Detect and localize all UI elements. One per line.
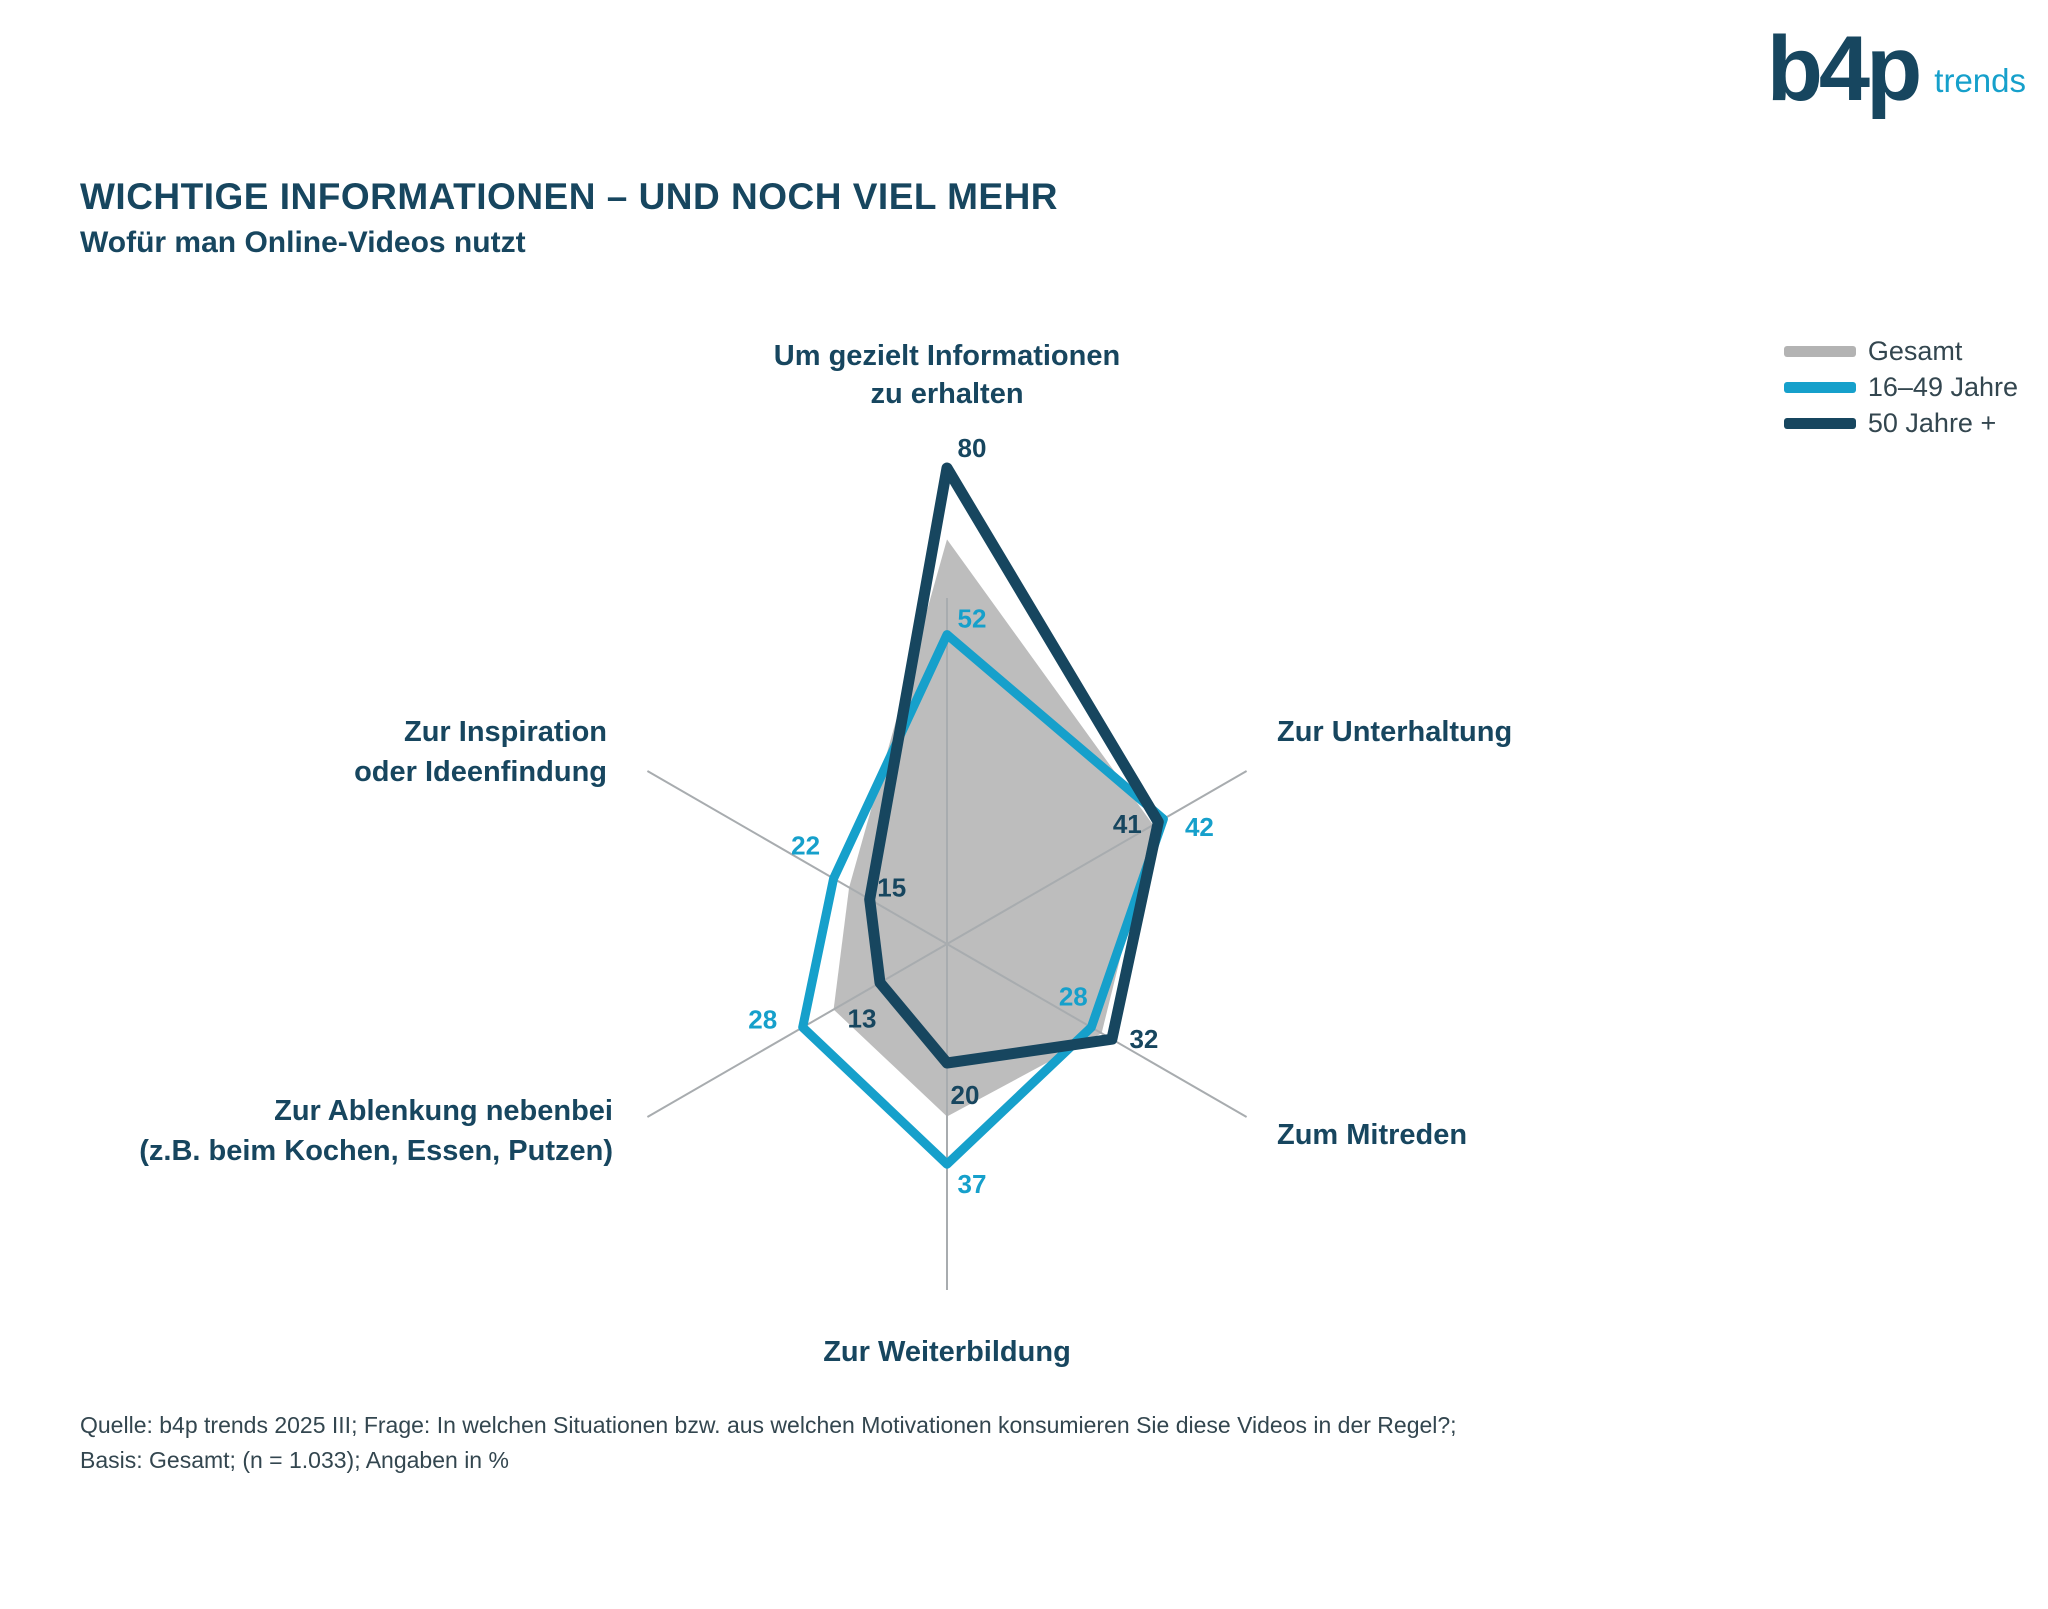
value-label-1-5: 22	[791, 831, 820, 861]
value-label-1-0: 52	[958, 604, 987, 634]
header: WICHTIGE INFORMATIONEN – UND NOCH VIEL M…	[80, 176, 1058, 260]
chart-legend: Gesamt 16–49 Jahre 50 Jahre +	[1783, 336, 2018, 444]
axis-line-5	[646, 770, 948, 945]
value-label-1-1: 42	[1185, 812, 1214, 842]
axis-line-2	[946, 943, 1248, 1118]
value-label-2-2: 32	[1129, 1024, 1158, 1054]
category-label-4: Zur Ablenkung nebenbei	[274, 1095, 613, 1127]
brand-logo-suffix: trends	[1934, 62, 2026, 100]
legend-item-16-49: 16–49 Jahre	[1783, 372, 2018, 403]
legend-label: Gesamt	[1867, 336, 1963, 366]
value-label-2-5: 15	[877, 872, 906, 902]
value-label-1-2: 28	[1059, 981, 1088, 1011]
page-title: WICHTIGE INFORMATIONEN – UND NOCH VIEL M…	[80, 176, 1059, 217]
category-label-1: Zur Unterhaltung	[1277, 716, 1512, 748]
value-label-1-4: 28	[748, 1004, 777, 1034]
value-label-1-3: 37	[958, 1169, 987, 1199]
brand-logo: b4p trends	[1766, 18, 2026, 120]
legend-label: 50 Jahre +	[1867, 408, 1997, 438]
legend-label: 16–49 Jahre	[1867, 372, 2018, 402]
brand-logo-text: b4p	[1766, 18, 1923, 120]
category-label-0: Um gezielt Informationen	[774, 340, 1120, 372]
category-label-5: Zur Inspiration	[404, 716, 607, 748]
series-line-2	[864, 462, 1164, 1069]
category-label-4: (z.B. beim Kochen, Essen, Putzen)	[139, 1135, 613, 1167]
value-label-2-1: 41	[1113, 809, 1142, 839]
legend-swatch-gesamt	[1783, 346, 1856, 357]
category-label-3: Zur Weiterbildung	[823, 1336, 1071, 1368]
category-label-0: zu erhalten	[870, 378, 1023, 410]
legend-swatch-50plus	[1783, 418, 1856, 429]
value-label-2-3: 20	[951, 1080, 980, 1110]
axis-line-1	[946, 770, 1248, 945]
legend-swatch-16-49	[1783, 382, 1856, 393]
source-line-1: Quelle: b4p trends 2025 III; Frage: In w…	[80, 1412, 1457, 1438]
source-footnote: Quelle: b4p trends 2025 III; Frage: In w…	[80, 1408, 1840, 1477]
series-line-1	[798, 630, 1168, 1169]
legend-item-gesamt: Gesamt	[1783, 336, 2018, 367]
value-label-2-4: 13	[848, 1004, 877, 1034]
page-subtitle: Wofür man Online-Videos nutzt	[80, 226, 526, 259]
legend-item-50plus: 50 Jahre +	[1783, 408, 2018, 439]
category-label-5: oder Ideenfindung	[354, 756, 607, 788]
source-line-2: Basis: Gesamt; (n = 1.033); Angaben in %	[80, 1446, 509, 1473]
value-label-2-0: 80	[958, 433, 987, 463]
axis-line-4	[646, 943, 948, 1118]
category-label-2: Zum Mitreden	[1277, 1119, 1467, 1151]
